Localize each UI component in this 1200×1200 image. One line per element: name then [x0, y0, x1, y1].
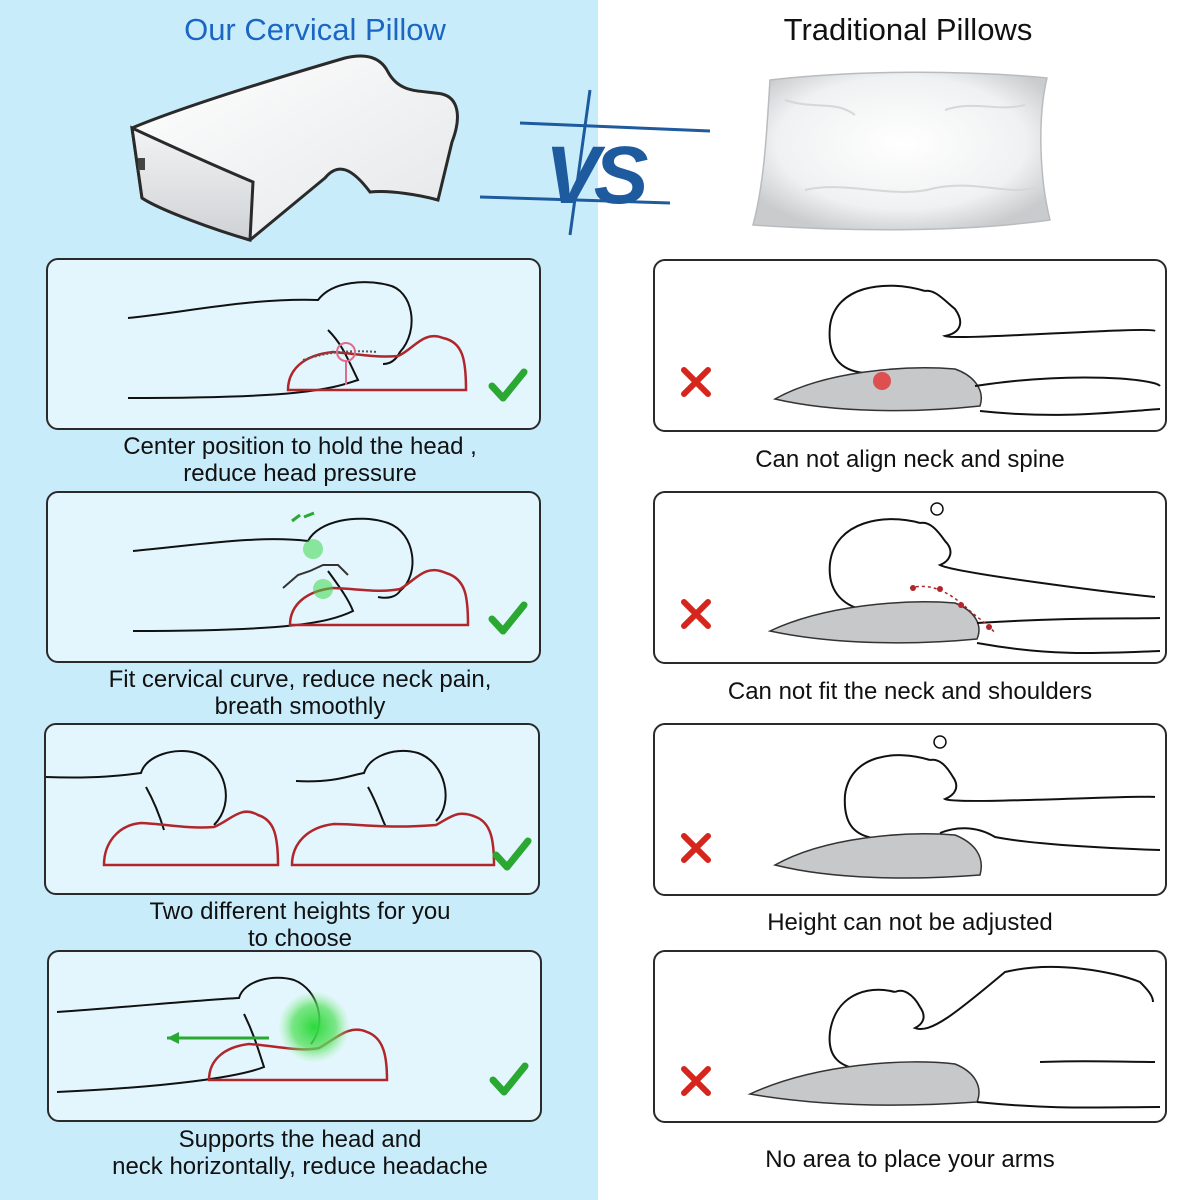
right-panel-align — [653, 259, 1167, 432]
left-panel-center-position — [46, 258, 541, 430]
right-caption-1: Can not align neck and spine — [755, 446, 1065, 473]
left-panel-two-heights — [44, 723, 540, 895]
right-caption-2: Can not fit the neck and shoulders — [727, 678, 1093, 705]
cross-icon — [681, 367, 711, 397]
check-icon — [489, 1062, 529, 1096]
right-panel-arms — [653, 950, 1167, 1123]
check-icon — [488, 601, 528, 635]
right-caption-4: No area to place your arms — [765, 1146, 1055, 1173]
left-caption-2: Fit cervical curve, reduce neck pain, br… — [108, 666, 492, 720]
check-icon — [492, 837, 532, 871]
right-caption-3: Height can not be adjusted — [767, 909, 1053, 936]
right-title: Traditional Pillows — [783, 12, 1033, 47]
cross-icon — [681, 1066, 711, 1096]
vs-graphic: VS — [479, 89, 711, 236]
right-panel-height — [653, 723, 1167, 896]
cross-icon — [681, 833, 711, 863]
vs-text: VS — [545, 130, 648, 221]
left-caption-3: Two different heights for you to choose — [149, 898, 451, 952]
right-panel-neck-shoulders — [653, 491, 1167, 664]
left-title: Our Cervical Pillow — [184, 12, 446, 47]
left-panel-horizontal-support — [47, 950, 542, 1122]
left-panel-cervical-curve — [46, 491, 541, 663]
cross-icon — [681, 599, 711, 629]
check-icon — [488, 368, 528, 402]
cervical-pillow-image — [130, 54, 459, 242]
traditional-pillow-image — [752, 71, 1051, 231]
left-caption-4: Supports the head and neck horizontally,… — [112, 1126, 488, 1180]
left-caption-1: Center position to hold the head , reduc… — [123, 433, 477, 487]
